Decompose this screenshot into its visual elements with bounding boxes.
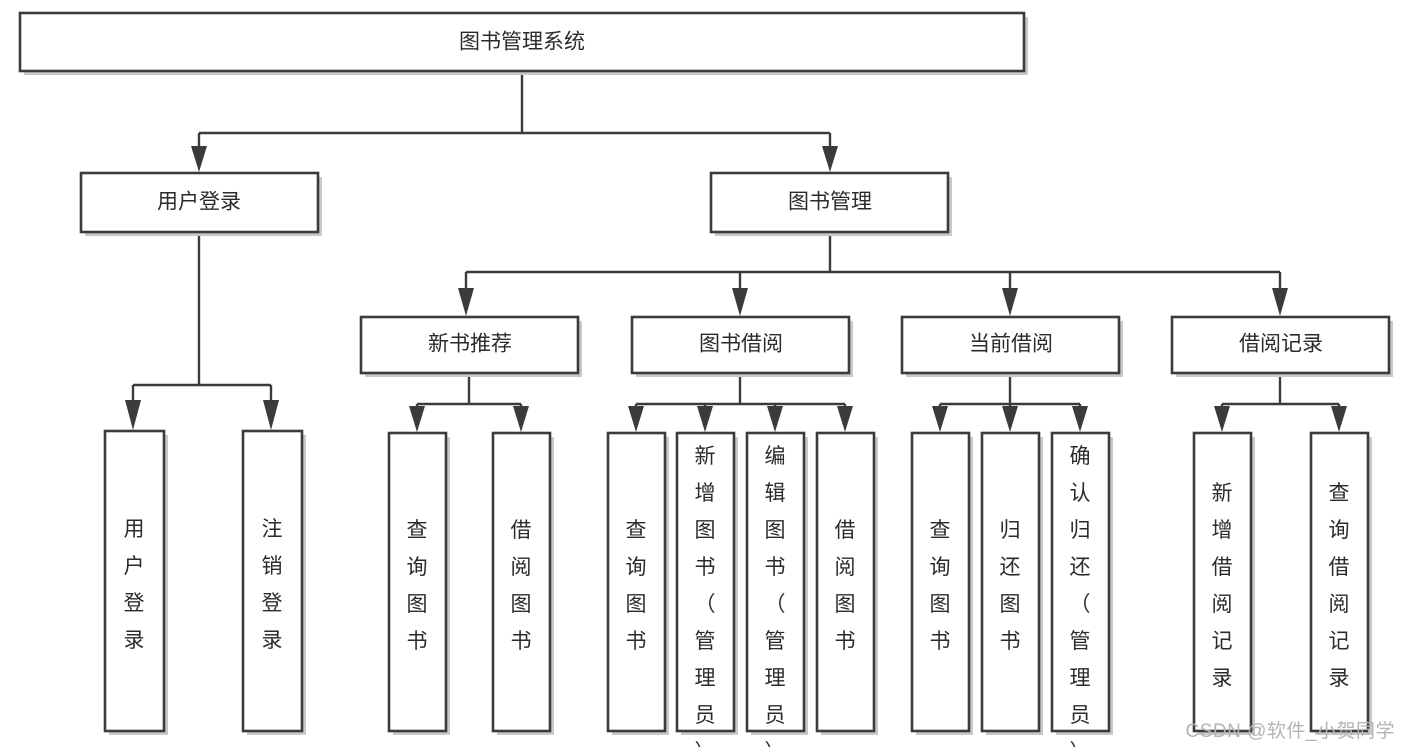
node-leaf5[interactable]: 查询图书 — [606, 431, 669, 735]
node-newbook[interactable]: 新书推荐 — [359, 315, 582, 377]
node-root[interactable]: 图书管理系统 — [18, 11, 1028, 75]
node-leaf2[interactable]: 注销登录 — [241, 429, 306, 735]
node-records-label: 借阅记录 — [1239, 333, 1323, 356]
node-bookmgmt-label: 图书管理 — [788, 191, 872, 214]
arrow-head-leaf3 — [409, 406, 425, 432]
node-records-box[interactable] — [1170, 315, 1391, 375]
node-current[interactable]: 当前借阅 — [900, 315, 1123, 377]
arrow-head-current — [1002, 288, 1018, 316]
node-leaf1[interactable]: 用户登录 — [103, 429, 168, 735]
arrow-head-leaf8 — [837, 406, 853, 432]
node-leaf8-label: 借阅图书 — [835, 519, 856, 653]
node-bookmgmt[interactable]: 图书管理 — [709, 171, 952, 236]
node-login-box[interactable] — [79, 171, 320, 234]
node-leaf6-label: 新增图书（管理员） — [695, 445, 716, 747]
node-leaf7[interactable]: 编辑图书（管理员） — [745, 431, 808, 747]
node-leaf5-box[interactable] — [606, 431, 667, 733]
node-leaf4[interactable]: 借阅图书 — [491, 431, 554, 735]
node-leaf13-box[interactable] — [1309, 431, 1370, 733]
node-root-box[interactable] — [18, 11, 1026, 73]
arrow-head-borrow — [732, 288, 748, 316]
node-leaf2-label: 注销登录 — [262, 518, 283, 652]
node-leaf10-box[interactable] — [980, 431, 1041, 733]
node-leaf4-box[interactable] — [491, 431, 552, 733]
node-records[interactable]: 借阅记录 — [1170, 315, 1393, 377]
node-leaf6-box[interactable] — [675, 431, 736, 733]
arrow-head-leaf7 — [767, 406, 783, 432]
node-leaf9-label: 查询图书 — [930, 519, 951, 653]
node-leaf9-box[interactable] — [910, 431, 971, 733]
arrow-head-leaf13 — [1331, 406, 1347, 432]
arrow-head-leaf2 — [263, 400, 279, 430]
node-leaf1-box[interactable] — [103, 429, 166, 733]
node-login-label: 用户登录 — [157, 191, 241, 214]
arrow-head-records — [1272, 288, 1288, 316]
node-leaf5-label: 查询图书 — [626, 519, 647, 653]
node-newbook-label: 新书推荐 — [428, 333, 512, 356]
node-leaf10[interactable]: 归还图书 — [980, 431, 1043, 735]
node-borrow-label: 图书借阅 — [699, 333, 783, 356]
node-leaf11[interactable]: 确认归还（管理员） — [1050, 431, 1113, 747]
node-leaf12-box[interactable] — [1192, 431, 1253, 733]
node-root-label: 图书管理系统 — [459, 31, 585, 54]
arrow-head-leaf1 — [125, 400, 141, 430]
edge-layer — [125, 73, 1347, 432]
node-login[interactable]: 用户登录 — [79, 171, 322, 236]
node-leaf3-label: 查询图书 — [407, 519, 428, 653]
node-leaf9[interactable]: 查询图书 — [910, 431, 973, 735]
node-current-label: 当前借阅 — [969, 333, 1053, 356]
node-leaf10-label: 归还图书 — [1000, 519, 1021, 653]
arrow-head-leaf11 — [1072, 406, 1088, 432]
node-leaf12-label: 新增借阅记录 — [1212, 482, 1233, 690]
node-bookmgmt-box[interactable] — [709, 171, 950, 234]
arrow-head-leaf12 — [1214, 406, 1230, 432]
node-leaf2-box[interactable] — [241, 429, 304, 733]
arrow-head-leaf6 — [697, 406, 713, 432]
node-current-box[interactable] — [900, 315, 1121, 375]
node-leaf7-label: 编辑图书（管理员） — [765, 445, 786, 747]
node-borrow-box[interactable] — [630, 315, 851, 375]
csdn-watermark: CSDN @软件_小贺同学 — [1185, 721, 1395, 742]
node-leaf11-label: 确认归还（管理员） — [1070, 445, 1091, 747]
node-leaf7-box[interactable] — [745, 431, 806, 733]
node-leaf13[interactable]: 查询借阅记录 — [1309, 431, 1372, 735]
node-leaf3-box[interactable] — [387, 431, 448, 733]
node-newbook-box[interactable] — [359, 315, 580, 375]
node-leaf8[interactable]: 借阅图书 — [815, 431, 878, 735]
node-leaf12[interactable]: 新增借阅记录 — [1192, 431, 1255, 735]
node-leaf1-label: 用户登录 — [124, 518, 145, 652]
node-leaf8-box[interactable] — [815, 431, 876, 733]
arrow-head-leaf5 — [628, 406, 644, 432]
arrow-head-leaf9 — [932, 406, 948, 432]
arrow-head-newbook — [458, 288, 474, 316]
node-leaf4-label: 借阅图书 — [511, 519, 532, 653]
node-leaf13-label: 查询借阅记录 — [1329, 482, 1350, 690]
node-leaf6[interactable]: 新增图书（管理员） — [675, 431, 738, 747]
arrow-head-leaf10 — [1002, 406, 1018, 432]
arrow-head-bookmgmt — [822, 146, 838, 172]
node-leaf11-box[interactable] — [1050, 431, 1111, 733]
node-leaf3[interactable]: 查询图书 — [387, 431, 450, 735]
node-borrow[interactable]: 图书借阅 — [630, 315, 853, 377]
arrow-head-login — [191, 146, 207, 172]
arrow-head-leaf4 — [513, 406, 529, 432]
